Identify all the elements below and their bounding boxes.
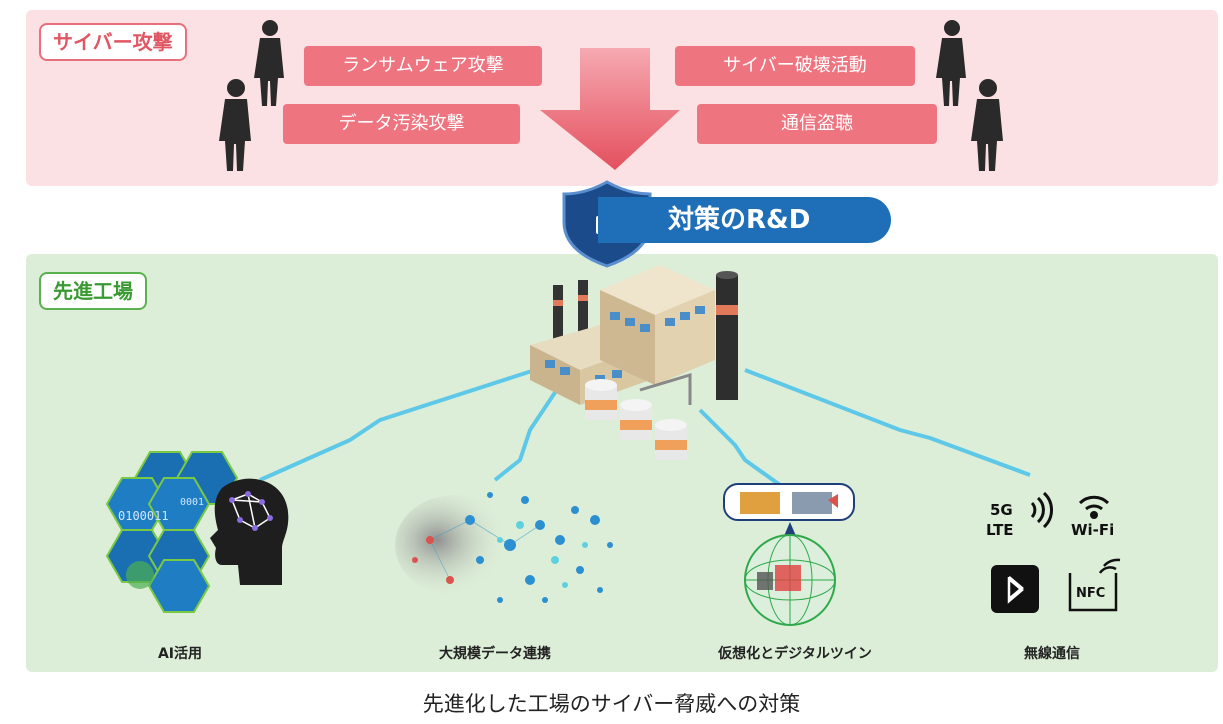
caption-wireless: 無線通信	[1024, 646, 1080, 662]
svg-text:0100011: 0100011	[118, 509, 169, 523]
digital-twin-icon	[723, 483, 855, 626]
signal-5g-icon	[1030, 491, 1054, 529]
connection-lines	[259, 368, 1031, 487]
eavesdropping-label: 通信盗聴	[697, 104, 937, 144]
caption-large-scale-data: 大規模データ連携	[439, 646, 551, 662]
fiveg-label: 5G	[990, 501, 1013, 519]
cyber-sabotage-label: サイバー破壊活動	[675, 46, 915, 86]
attacker-figure-icon	[936, 20, 966, 106]
data-poisoning-attack-label: データ汚染攻撃	[283, 104, 520, 144]
lte-label: LTE	[986, 521, 1014, 539]
attack-down-arrow	[540, 48, 680, 170]
attacker-figure-icon	[219, 79, 251, 171]
rd-banner	[598, 197, 891, 243]
wifi-label: Wi-Fi	[1071, 521, 1115, 539]
caption-ai-usage: AI活用	[157, 646, 203, 662]
nfc-label: NFC	[1076, 586, 1106, 601]
ransomware-attack-label: ランサムウェア攻撃	[304, 46, 542, 86]
factory-illustration	[530, 265, 738, 460]
bluetooth-icon	[991, 565, 1039, 613]
attacker-figure-icon	[971, 79, 1003, 171]
nfc-icon	[1068, 558, 1121, 612]
rd-label: 対策のR&D	[668, 205, 811, 235]
ai-hexagon-icon: 0100011 0001	[105, 451, 239, 613]
cyber-attack-tag: サイバー攻撃	[39, 23, 187, 61]
big-data-network-icon	[395, 492, 613, 603]
svg-text:0001: 0001	[180, 497, 204, 508]
attacker-figure-icon	[254, 20, 284, 106]
caption-digital-twin: 仮想化とデジタルツイン	[718, 646, 872, 662]
ai-head-icon	[210, 478, 289, 585]
wifi-icon	[1078, 495, 1110, 519]
figure-title: 先進化した工場のサイバー脅威への対策	[422, 692, 801, 716]
advanced-factory-tag: 先進工場	[39, 272, 147, 310]
